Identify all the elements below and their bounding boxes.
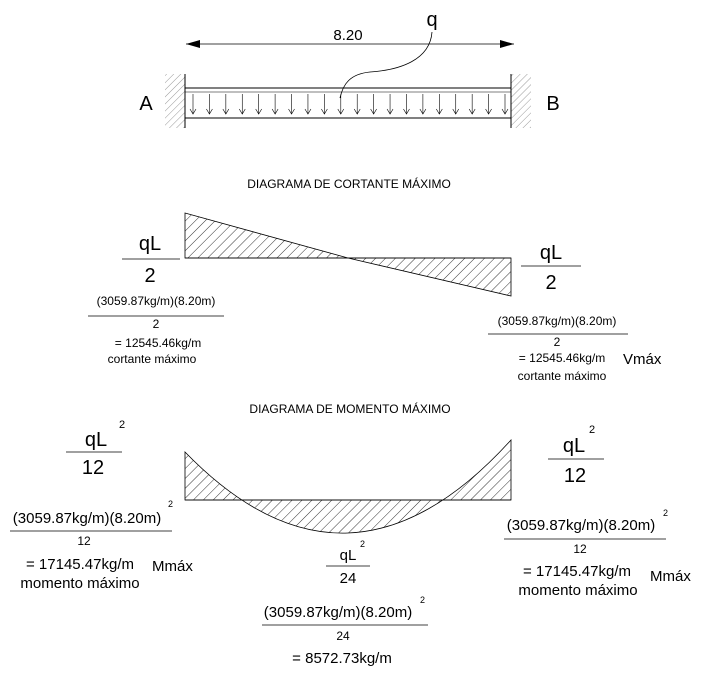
moment-center-numerator: qL bbox=[340, 547, 357, 564]
moment-right-calc-numerator: (3059.87kg/m)(8.20m) bbox=[507, 517, 655, 534]
beam-body bbox=[184, 87, 512, 119]
shear-right-calc-denominator: 2 bbox=[554, 335, 561, 349]
load-leader-line bbox=[339, 31, 433, 99]
moment-curve-area bbox=[184, 438, 512, 534]
load-arrow-head bbox=[419, 108, 427, 115]
load-arrow-head bbox=[370, 108, 377, 115]
load-arrow-head bbox=[304, 108, 312, 115]
dimension-arrow-left bbox=[186, 40, 200, 48]
moment-center-calc-numerator: (3059.87kg/m)(8.20m) bbox=[264, 604, 412, 621]
load-arrow-head bbox=[271, 108, 279, 115]
load-arrow-head bbox=[189, 108, 197, 115]
moment-center-denominator: 24 bbox=[340, 570, 357, 587]
support-label-b: B bbox=[546, 93, 559, 115]
moment-left-denominator: 12 bbox=[82, 457, 104, 479]
load-arrow-head bbox=[403, 108, 410, 115]
load-arrow-head bbox=[386, 108, 394, 115]
load-label: q bbox=[426, 9, 437, 31]
load-arrow-head bbox=[468, 108, 476, 115]
moment-left-numerator: qL bbox=[85, 429, 107, 451]
moment-right-numerator: qL bbox=[563, 435, 585, 457]
moment-left-description: momento máximo bbox=[20, 575, 139, 592]
span-label: 8.20 bbox=[333, 27, 362, 44]
moment-right-exponent: 2 bbox=[589, 424, 595, 436]
moment-right-description: momento máximo bbox=[518, 582, 637, 599]
moment-left-calc-numerator: (3059.87kg/m)(8.20m) bbox=[13, 510, 161, 527]
load-arrow-head bbox=[288, 108, 295, 115]
shear-right-denominator: 2 bbox=[545, 272, 556, 294]
shear-left-result: = 12545.46kg/m bbox=[115, 336, 201, 350]
shear-right-tag: Vmáx bbox=[623, 351, 662, 368]
shear-right-calc-numerator: (3059.87kg/m)(8.20m) bbox=[498, 314, 617, 328]
moment-right-tag: Mmáx bbox=[650, 568, 691, 585]
moment-left-result: = 17145.47kg/m bbox=[26, 556, 134, 573]
moment-left-calc-denominator: 12 bbox=[77, 534, 91, 548]
load-arrow-head bbox=[436, 108, 443, 115]
moment-center-calc-denominator: 24 bbox=[336, 629, 350, 643]
load-arrow-head bbox=[353, 108, 361, 115]
right-wall-support bbox=[511, 74, 531, 128]
shear-diagram-section: DIAGRAMA DE CORTANTE MÁXIMO qL 2 (3059.8… bbox=[88, 176, 662, 383]
distributed-load-arrows bbox=[189, 94, 509, 115]
shear-left-description: cortante máximo bbox=[108, 352, 197, 366]
left-wall-support bbox=[165, 74, 185, 128]
shear-positive-area bbox=[184, 212, 349, 259]
shear-right-result: = 12545.46kg/m bbox=[519, 351, 605, 365]
moment-center-calc-exponent: 2 bbox=[420, 595, 425, 605]
load-arrow-head bbox=[239, 108, 246, 115]
shear-left-calc-denominator: 2 bbox=[153, 317, 160, 331]
moment-title: DIAGRAMA DE MOMENTO MÁXIMO bbox=[249, 401, 450, 416]
load-arrow-head bbox=[321, 108, 328, 115]
load-arrow-head bbox=[222, 108, 230, 115]
moment-right-calc-exponent: 2 bbox=[663, 508, 668, 518]
shear-left-numerator: qL bbox=[139, 233, 161, 255]
moment-diagram-section: DIAGRAMA DE MOMENTO MÁXIMO qL 2 12 (3059… bbox=[10, 401, 691, 667]
shear-title: DIAGRAMA DE CORTANTE MÁXIMO bbox=[247, 176, 451, 191]
shear-negative-area bbox=[347, 257, 512, 297]
load-arrow-head bbox=[452, 108, 459, 115]
shear-right-numerator: qL bbox=[540, 242, 562, 264]
moment-right-calc-denominator: 12 bbox=[573, 542, 587, 556]
support-label-a: A bbox=[139, 93, 153, 115]
moment-center-exponent: 2 bbox=[360, 539, 365, 549]
beam-section: 8.20 q A B bbox=[139, 9, 560, 128]
load-arrow-head bbox=[206, 108, 213, 115]
dimension-arrow-right bbox=[500, 40, 514, 48]
shear-left-denominator: 2 bbox=[144, 265, 155, 287]
moment-left-calc-exponent: 2 bbox=[168, 499, 173, 509]
moment-right-denominator: 12 bbox=[564, 465, 586, 487]
moment-left-exponent: 2 bbox=[119, 419, 125, 431]
load-arrow-head bbox=[255, 108, 262, 115]
moment-center-result: = 8572.73kg/m bbox=[292, 650, 392, 667]
load-arrow-head bbox=[485, 108, 492, 115]
moment-right-result: = 17145.47kg/m bbox=[523, 563, 631, 580]
load-arrow-head bbox=[337, 108, 345, 115]
shear-left-calc-numerator: (3059.87kg/m)(8.20m) bbox=[97, 294, 216, 308]
moment-left-tag: Mmáx bbox=[152, 558, 193, 575]
load-arrow-head bbox=[501, 108, 509, 115]
shear-right-description: cortante máximo bbox=[518, 369, 607, 383]
